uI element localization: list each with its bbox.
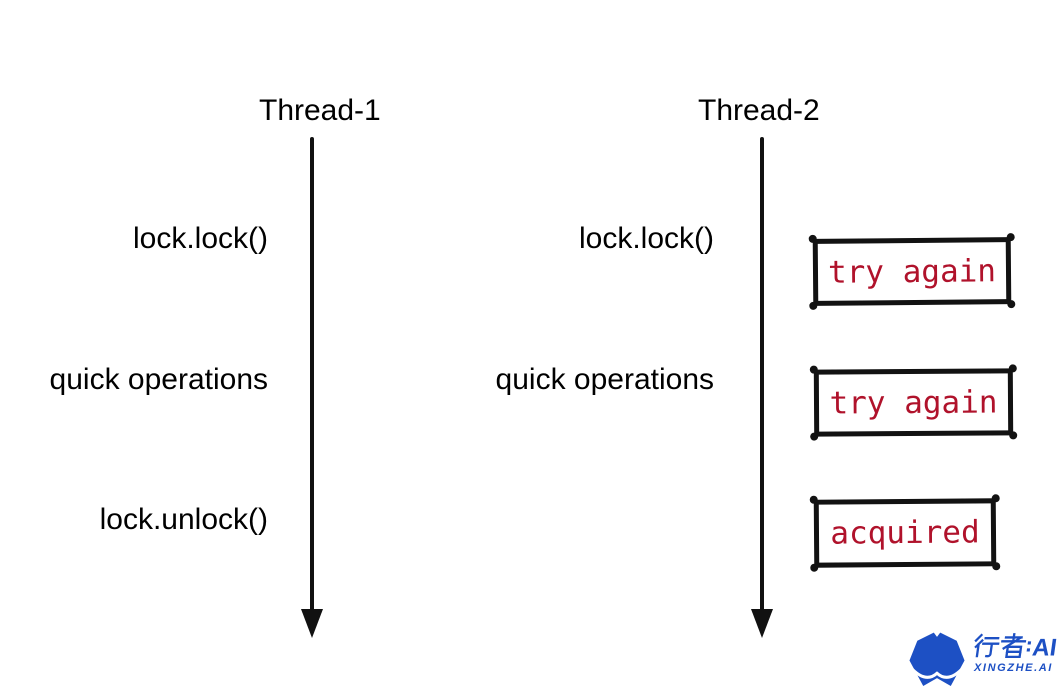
thread-2-title: Thread-2	[698, 94, 820, 127]
corner-dot-icon	[1007, 300, 1016, 309]
thread-1-event-lock-unlock: lock.unlock()	[99, 503, 268, 536]
thread-1-timeline	[310, 137, 314, 612]
xingzhe-ai-logo: AI 行者AI XINGZHE.AI	[903, 627, 1062, 688]
status-box-label: try again	[829, 383, 998, 422]
logo-text-block: AI 行者AI XINGZHE.AI	[974, 632, 1058, 674]
thread-2-event-quick-operations: quick operations	[495, 363, 714, 396]
thread-1-event-lock-lock: lock.lock()	[132, 222, 268, 255]
status-box-label: acquired	[830, 514, 980, 552]
status-box-label: try again	[827, 252, 997, 291]
corner-dot-icon	[992, 562, 1001, 571]
thread-2-timeline	[760, 137, 764, 612]
brand-name-text: 行者AI	[974, 660, 975, 661]
thread-1-event-quick-operations: quick operations	[49, 363, 268, 396]
corner-dot-icon	[1006, 233, 1015, 242]
thread-1-arrowhead-icon	[301, 609, 323, 638]
svg-text:AI: AI	[1031, 634, 1058, 660]
corner-dot-icon	[810, 563, 819, 572]
corner-dot-icon	[809, 365, 818, 374]
xingzhe-hexagon-icon	[909, 629, 965, 687]
brand-latin-text: XINGZHE.AI	[974, 662, 1053, 674]
corner-dot-icon	[1008, 364, 1017, 373]
status-box-try-again-1: try again	[808, 233, 1016, 310]
status-box-acquired: acquired	[809, 494, 1001, 572]
corner-dot-icon	[809, 301, 818, 310]
corner-dot-icon	[808, 234, 817, 243]
corner-dot-icon	[991, 494, 1000, 503]
corner-dot-icon	[1009, 431, 1018, 440]
corner-dot-icon	[810, 432, 819, 441]
corner-dot-icon	[809, 495, 818, 504]
thread-2-arrowhead-icon	[751, 609, 773, 638]
thread-1-title: Thread-1	[259, 94, 381, 127]
status-box-try-again-2: try again	[809, 364, 1018, 441]
brand-cjk-wordmark: AI	[974, 633, 1058, 660]
thread-2-event-lock-lock: lock.lock()	[578, 222, 714, 255]
